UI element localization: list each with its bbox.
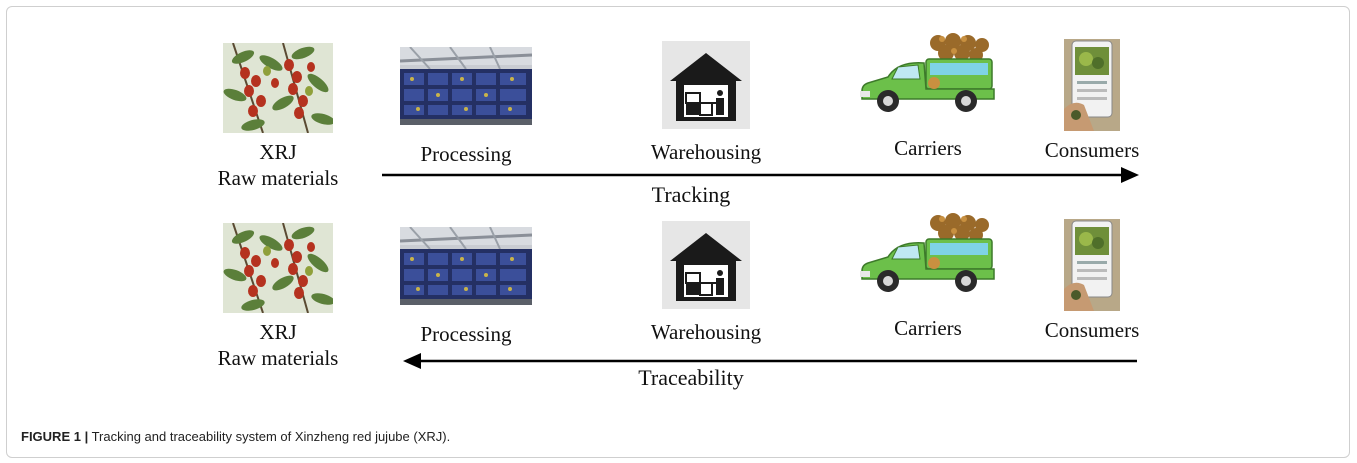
tracking-label: Tracking bbox=[651, 182, 731, 207]
carriers-node: Carriers bbox=[843, 7, 1013, 161]
figure-caption: FIGURE 1 | Tracking and traceability sys… bbox=[21, 429, 450, 444]
warehousing-node: Warehousing bbox=[621, 187, 791, 345]
caption-label: FIGURE 1 | bbox=[21, 429, 89, 444]
traceability-row: XRJ Raw materials bbox=[7, 187, 1349, 390]
processing-line-photo bbox=[400, 47, 532, 125]
raw-materials-node: XRJ Raw materials bbox=[193, 187, 363, 371]
processing-line-photo bbox=[400, 227, 532, 305]
node-label: Processing bbox=[420, 322, 512, 346]
delivery-truck-icon bbox=[858, 33, 998, 119]
consumers-node: Consumers bbox=[1007, 7, 1177, 163]
traceability-arrow bbox=[403, 353, 1137, 369]
node-label: Processing bbox=[420, 142, 512, 166]
node-label: Warehousing bbox=[650, 140, 762, 164]
processing-node: Processing bbox=[381, 7, 551, 167]
carriers-node: Carriers bbox=[843, 187, 1013, 341]
tracking-row: XRJ Raw materials bbox=[7, 7, 1349, 207]
traceability-label: Traceability bbox=[638, 365, 744, 390]
warehousing-node: Warehousing bbox=[621, 7, 791, 165]
node-label: Consumers bbox=[1044, 318, 1140, 342]
smartphone-photo bbox=[1064, 39, 1120, 131]
warehouse-icon bbox=[662, 221, 750, 309]
figure-panel: XRJ Raw materials bbox=[6, 6, 1350, 458]
smartphone-photo bbox=[1064, 219, 1120, 311]
delivery-truck-icon bbox=[858, 213, 998, 299]
raw-materials-node: XRJ Raw materials bbox=[193, 7, 363, 191]
node-label: Carriers bbox=[894, 316, 962, 340]
node-label: Consumers bbox=[1044, 138, 1140, 162]
warehouse-icon bbox=[662, 41, 750, 129]
node-label: XRJ Raw materials bbox=[217, 320, 339, 370]
node-label: XRJ Raw materials bbox=[217, 140, 339, 190]
consumers-node: Consumers bbox=[1007, 187, 1177, 343]
node-label: Warehousing bbox=[650, 320, 762, 344]
caption-text: Tracking and traceability system of Xinz… bbox=[88, 429, 451, 444]
tracking-arrow bbox=[382, 167, 1139, 183]
node-label: Carriers bbox=[894, 136, 962, 160]
processing-node: Processing bbox=[381, 187, 551, 347]
jujube-branch-photo bbox=[223, 43, 333, 133]
jujube-branch-photo bbox=[223, 223, 333, 313]
